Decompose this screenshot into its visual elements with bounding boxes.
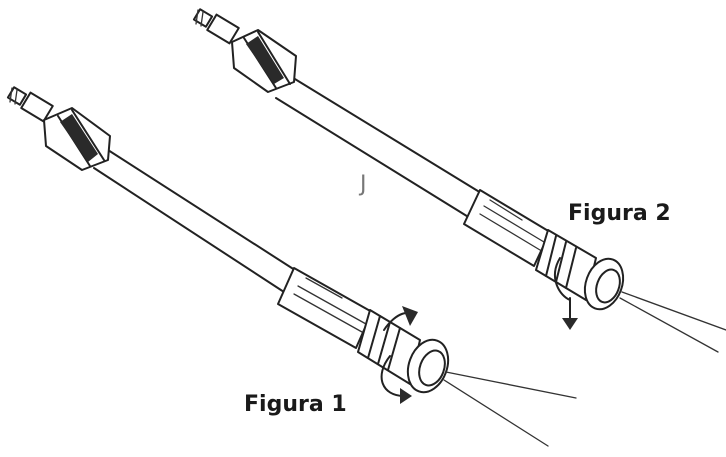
lance-2-threaded-tip <box>192 8 240 45</box>
figure-1-label: Figura 1 <box>244 392 347 417</box>
lance-1-hex-nut <box>43 107 111 171</box>
lance-2-hex-nut <box>231 29 297 93</box>
rotate-arrow-1-icon <box>380 306 418 404</box>
letter-j-label: J <box>360 172 367 197</box>
lance-1-tube <box>93 149 299 293</box>
lance-1-threaded-tip <box>6 86 54 123</box>
lance-2-nozzle-collar <box>535 229 625 311</box>
lance-1-spray-lines <box>443 371 577 447</box>
lance-2-grip <box>463 189 551 267</box>
lance-1-nozzle-collar <box>357 309 450 394</box>
lance-figure-2 <box>192 8 726 353</box>
lance-2-spray-lines <box>619 291 726 353</box>
lance-figure-1 <box>6 86 577 447</box>
lance-2-tube <box>275 75 487 219</box>
rotate-arrow-2-icon <box>554 257 578 330</box>
figure-2-label: Figura 2 <box>568 201 671 226</box>
lance-1-grip <box>277 267 373 349</box>
